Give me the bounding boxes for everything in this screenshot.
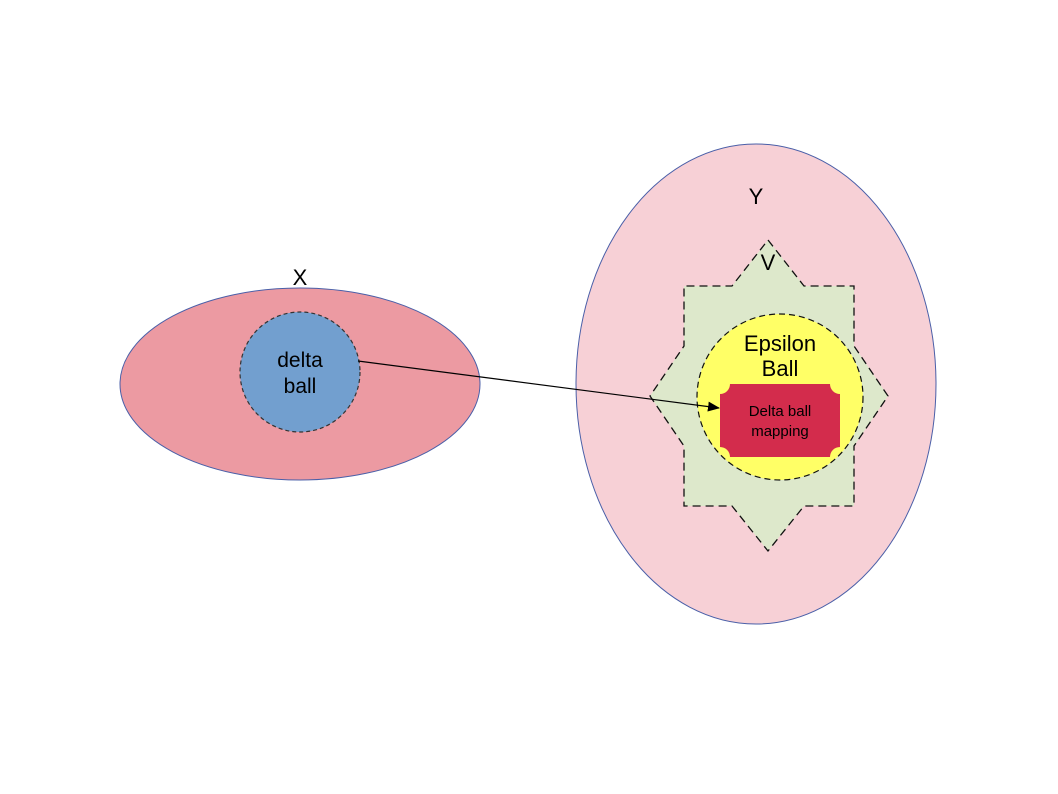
epsilon-ball-label-line2: Ball [762,356,799,381]
set-v-label: V [761,250,776,275]
delta-ball-mapping-label-line1: Delta ball [749,403,812,420]
delta-ball-circle [239,311,361,433]
delta-ball-label-line1: delta [277,349,323,372]
delta-ball-label-line2: ball [284,375,317,398]
epsilon-ball-label-line1: Epsilon [744,331,816,356]
set-x-label: X [293,265,308,290]
set-y-label: Y [749,184,764,209]
delta-ball-mapping-shape [720,384,840,457]
mapping-arrow [357,360,720,412]
delta-ball-mapping-label-line2: mapping [751,423,809,440]
